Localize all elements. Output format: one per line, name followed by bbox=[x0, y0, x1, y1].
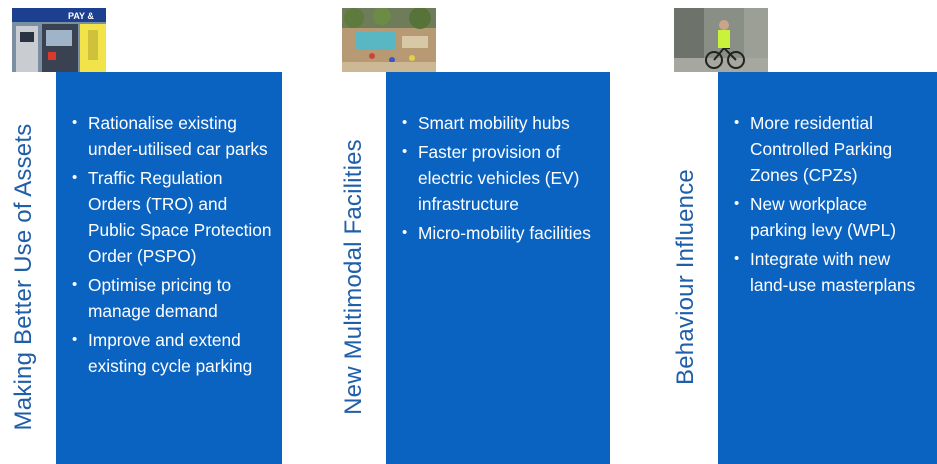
bullet-icon: • bbox=[734, 195, 740, 212]
list-item: • Faster provision of electric vehicles (… bbox=[400, 139, 600, 217]
column-assets: PAY & Making Better Use of Assets • Ratio… bbox=[0, 0, 300, 464]
bullet-icon: • bbox=[734, 114, 740, 131]
list-item-text: Integrate with new land-use masterplans bbox=[750, 249, 916, 295]
list-item-text: Rationalise existing under-utilised car … bbox=[88, 113, 268, 159]
side-title-multimodal: New Multimodal Facilities bbox=[330, 100, 378, 454]
list-item-text: New workplace parking levy (WPL) bbox=[750, 194, 896, 240]
list-item: • Optimise pricing to manage demand bbox=[70, 272, 272, 324]
bullet-icon: • bbox=[402, 224, 408, 241]
bullet-icon: • bbox=[72, 276, 78, 293]
list-item: • Traffic Regulation Orders (TRO) and Pub… bbox=[70, 165, 272, 269]
list-item-text: Smart mobility hubs bbox=[418, 113, 570, 133]
bullet-list: • More residential Controlled Parking Zon… bbox=[732, 110, 928, 298]
list-item-text: Optimise pricing to manage demand bbox=[88, 275, 232, 321]
bullet-icon: • bbox=[72, 169, 78, 186]
bullet-icon: • bbox=[402, 143, 408, 160]
list-item: • More residential Controlled Parking Zon… bbox=[732, 110, 928, 188]
cyclist-image bbox=[674, 8, 768, 72]
bullet-list: • Smart mobility hubs • Faster provision o… bbox=[400, 110, 600, 246]
column-title: New Multimodal Facilities bbox=[340, 139, 367, 415]
list-item-text: More residential Controlled Parking Zone… bbox=[750, 113, 893, 185]
parking-meter-image: PAY & bbox=[12, 8, 106, 72]
column-behaviour: Behaviour Influence • More residential Co… bbox=[662, 0, 937, 464]
plaza-photo bbox=[342, 8, 436, 72]
side-title-assets: Making Better Use of Assets bbox=[0, 100, 48, 454]
list-item-text: Improve and extend existing cycle parkin… bbox=[88, 330, 253, 376]
list-item: • Rationalise existing under-utilised car… bbox=[70, 110, 272, 162]
list-item: • New workplace parking levy (WPL) bbox=[732, 191, 928, 243]
bullet-list: • Rationalise existing under-utilised car… bbox=[70, 110, 272, 379]
list-item-text: Faster provision of electric vehicles (E… bbox=[418, 142, 580, 214]
cyclist-photo bbox=[674, 8, 768, 72]
column-multimodal: New Multimodal Facilities • Smart mobilit… bbox=[330, 0, 620, 464]
list-item: • Micro-mobility facilities bbox=[400, 220, 600, 246]
bullet-panel-behaviour: • More residential Controlled Parking Zon… bbox=[718, 72, 937, 464]
bullet-icon: • bbox=[402, 114, 408, 131]
bullet-panel-assets: • Rationalise existing under-utilised car… bbox=[56, 72, 282, 464]
parking-meter-photo: PAY & bbox=[12, 8, 106, 72]
list-item: • Improve and extend existing cycle parki… bbox=[70, 327, 272, 379]
plaza-image bbox=[342, 8, 436, 72]
bullet-icon: • bbox=[72, 331, 78, 348]
list-item-text: Traffic Regulation Orders (TRO) and Publ… bbox=[88, 168, 272, 266]
bullet-icon: • bbox=[734, 250, 740, 267]
bullet-panel-multimodal: • Smart mobility hubs • Faster provision o… bbox=[386, 72, 610, 464]
bullet-icon: • bbox=[72, 114, 78, 131]
column-title: Behaviour Influence bbox=[672, 169, 699, 385]
column-title: Making Better Use of Assets bbox=[10, 123, 37, 431]
side-title-behaviour: Behaviour Influence bbox=[662, 100, 710, 454]
list-item: • Smart mobility hubs bbox=[400, 110, 600, 136]
list-item-text: Micro-mobility facilities bbox=[418, 223, 591, 243]
pay-sign-text: PAY & bbox=[68, 11, 94, 21]
list-item: • Integrate with new land-use masterplans bbox=[732, 246, 928, 298]
